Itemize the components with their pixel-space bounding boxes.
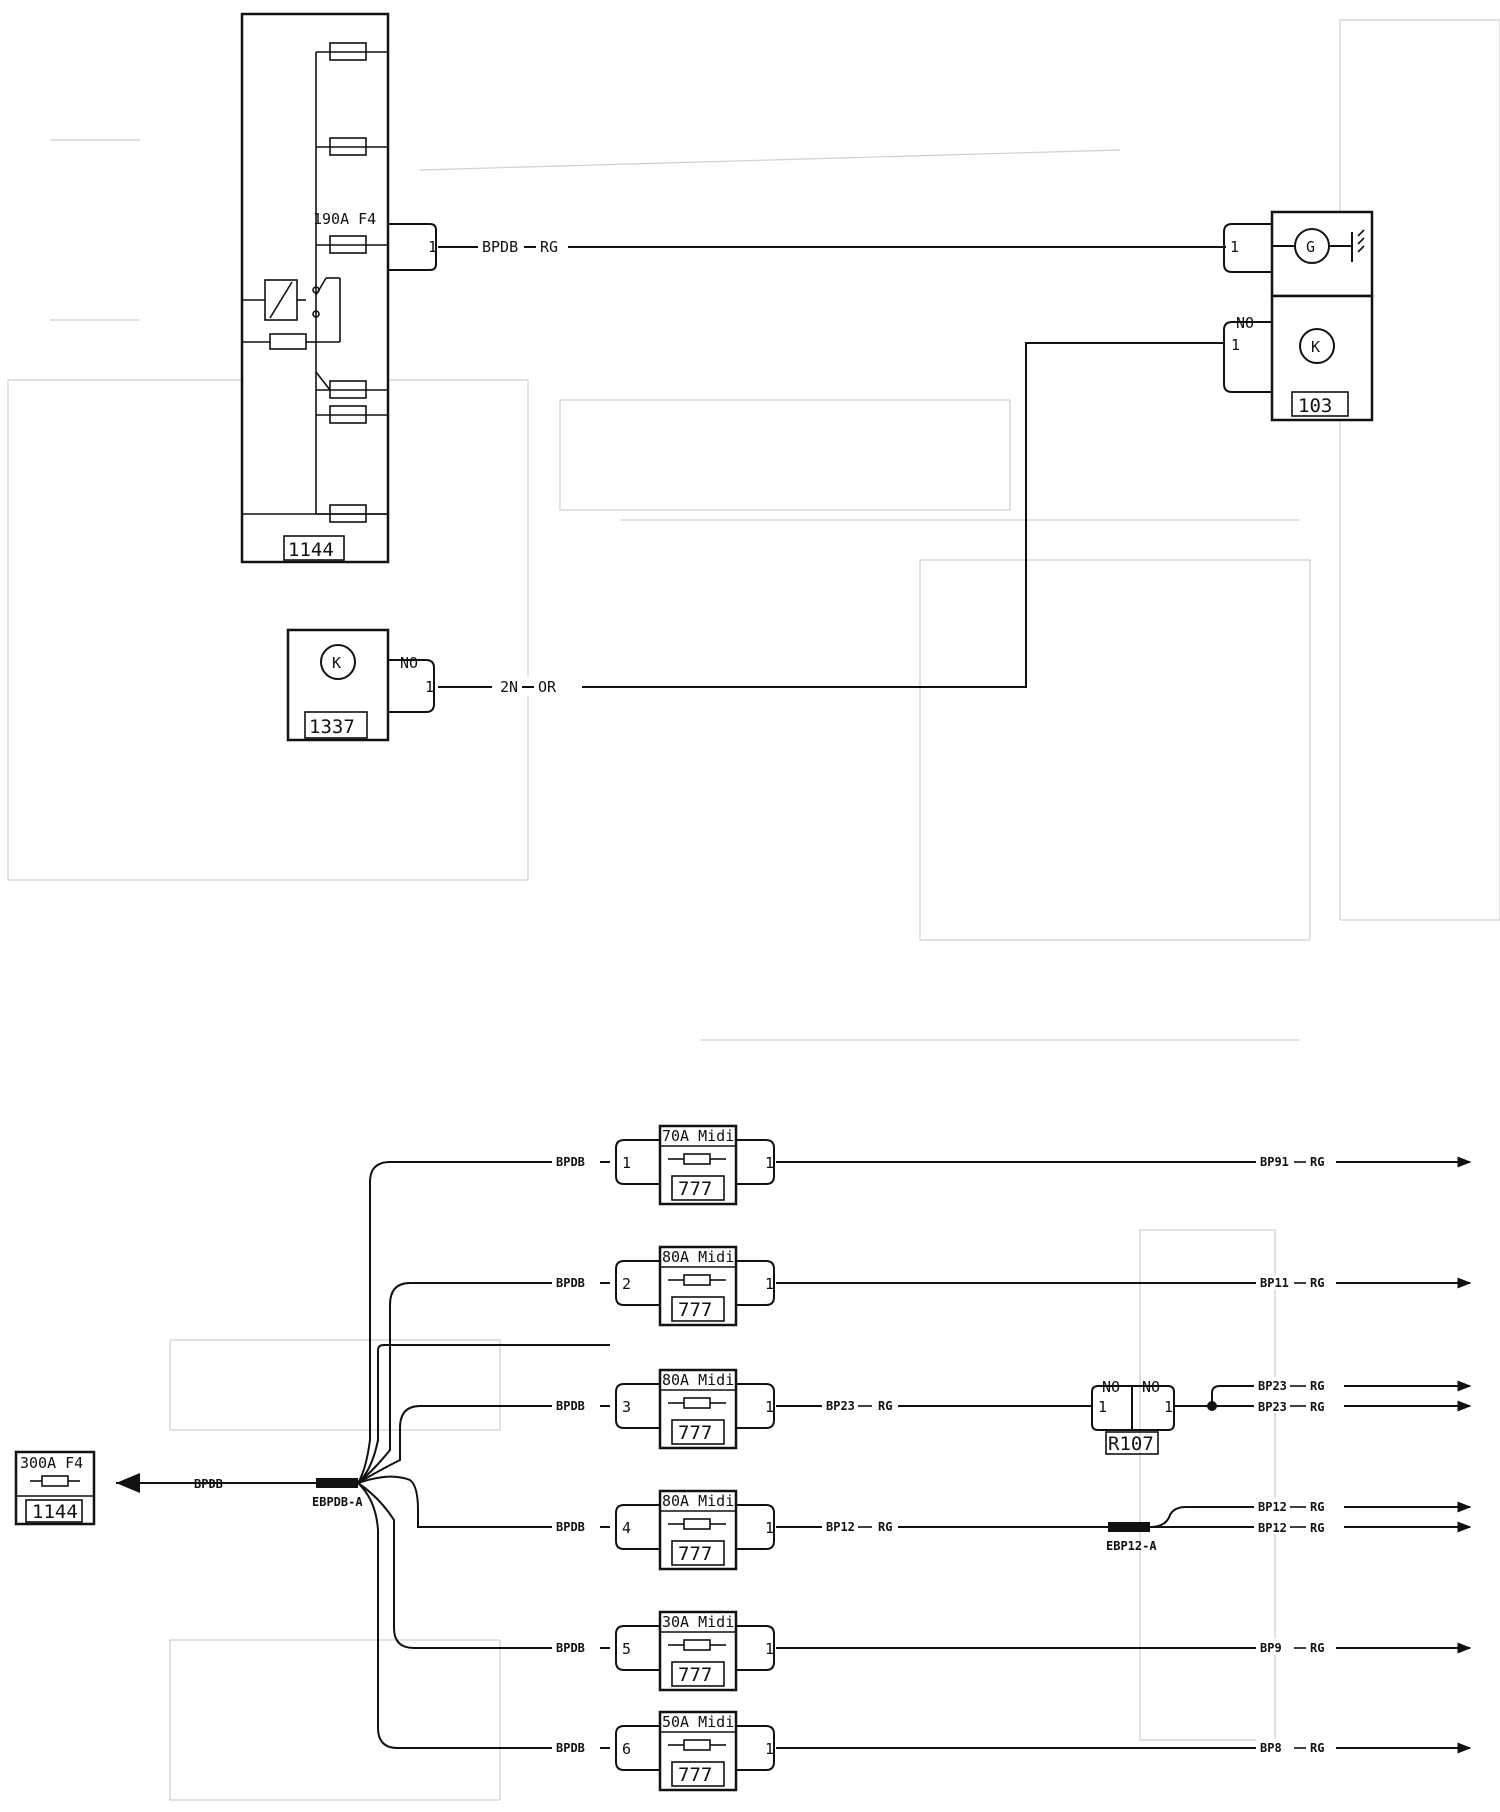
fuse-box-ref: 1144 <box>288 539 334 561</box>
output-color: RG <box>1310 1741 1324 1755</box>
fuse-rating: 80A Midi <box>662 1248 734 1266</box>
output-pin: 1 <box>765 1398 774 1416</box>
connector-r107: NO NO 1 1 R107 BP23 RG BP23 RG <box>1091 1377 1472 1455</box>
input-pin: 3 <box>622 1398 631 1416</box>
midi-fuse-row: BPDB 5 30A Midi 777 1 BP9 RG <box>552 1610 1472 1692</box>
wire-code: BPDB <box>556 1155 585 1169</box>
component-1337: NO 1 K 1337 <box>286 628 435 742</box>
input-pin: 5 <box>622 1640 631 1658</box>
component-103: NO 1 K 103 <box>1223 294 1374 422</box>
output-color: RG <box>1310 1641 1324 1655</box>
input-pin: 2 <box>622 1275 631 1293</box>
fuse-rating: 70A Midi <box>662 1127 734 1145</box>
output-pin: 1 <box>765 1640 774 1658</box>
fuse-box-pin: 1 <box>428 238 437 256</box>
splice-ebpdb-a: EBPDB-A <box>312 1282 610 1749</box>
input-pin: 4 <box>622 1519 631 1537</box>
fuse-ref: 777 <box>678 1764 712 1786</box>
pin-number: 1 <box>425 678 434 696</box>
fuse-f4-label: 190A F4 <box>313 210 376 228</box>
output-color: RG <box>1310 1379 1324 1393</box>
output-code: BP91 <box>1260 1155 1289 1169</box>
fuse-rating: 80A Midi <box>662 1492 734 1510</box>
source-fuse-1144: 300A F4 1144 <box>14 1450 96 1526</box>
fuse-rating: 50A Midi <box>662 1713 734 1731</box>
k-sensor-icon: K <box>332 654 341 672</box>
generator-icon: G <box>1306 238 1315 256</box>
output-code: BP23 <box>1258 1379 1287 1393</box>
output-color: RG <box>878 1520 892 1534</box>
relay-icon <box>242 277 341 391</box>
fuse-rating: 80A Midi <box>662 1371 734 1389</box>
left-pin: 1 <box>1098 1398 1107 1416</box>
component-ref: 103 <box>1298 395 1332 417</box>
output-pin: 1 <box>765 1275 774 1293</box>
wire-code: BPDB <box>556 1520 585 1534</box>
splice-ebp12-a: EBP12-A BP12 RG BP12 RG <box>1106 1498 1472 1553</box>
output-code: BP12 <box>826 1520 855 1534</box>
wire-2n-or: 2N OR <box>438 342 1224 696</box>
output-code: BP9 <box>1260 1641 1282 1655</box>
pin-state: NO <box>1236 314 1254 332</box>
output-color: RG <box>1310 1521 1324 1535</box>
output-code: BP8 <box>1260 1741 1282 1755</box>
pin-number: 1 <box>1231 336 1240 354</box>
output-code: BP23 <box>1258 1400 1287 1414</box>
splice-label: EBP12-A <box>1106 1539 1157 1553</box>
fuse-rating: 30A Midi <box>662 1613 734 1631</box>
wire-bpdb-main: BPDB <box>116 1473 318 1493</box>
alternator-component: 1 G <box>1223 210 1374 298</box>
fuse-ref: 777 <box>678 1422 712 1444</box>
background-ghost-lines <box>7 19 1500 1801</box>
fuse-ref: 777 <box>678 1664 712 1686</box>
left-state: NO <box>1102 1378 1120 1396</box>
midi-fuse-row: BPDB 2 80A Midi 777 1 BP11 RG <box>552 1245 1472 1327</box>
wire-color: RG <box>540 238 558 256</box>
fuse-ref: 777 <box>678 1299 712 1321</box>
output-pin: 1 <box>765 1519 774 1537</box>
midi-fuse-row: BPDB 4 80A Midi 777 1 BP12 RG <box>552 1489 1108 1571</box>
output-color: RG <box>1310 1400 1324 1414</box>
output-code: BP23 <box>826 1399 855 1413</box>
output-color: RG <box>1310 1276 1324 1290</box>
wire-code: BPDB <box>194 1477 223 1491</box>
output-color: RG <box>1310 1155 1324 1169</box>
midi-fuse-row: BPDB 6 50A Midi 777 1 BP8 RG <box>552 1710 1472 1792</box>
right-pin: 1 <box>1164 1398 1173 1416</box>
midi-fuse-row: BPDB 3 80A Midi 777 1 BP23 RG <box>552 1368 1092 1450</box>
fuse-ref: 777 <box>678 1543 712 1565</box>
pin-state: NO <box>400 654 418 672</box>
wire-code: BPDB <box>556 1399 585 1413</box>
right-state: NO <box>1142 1378 1160 1396</box>
splice-label: EBPDB-A <box>312 1495 363 1509</box>
wire-code: BPDB <box>556 1641 585 1655</box>
output-code: BP11 <box>1260 1276 1289 1290</box>
wire-code: BPDB <box>482 238 518 256</box>
k-sensor-icon: K <box>1311 338 1320 356</box>
input-pin: 1 <box>622 1154 631 1172</box>
wire-code: BPDB <box>556 1741 585 1755</box>
fuse-box-1144: 190A F4 1144 1 <box>240 12 437 564</box>
alternator-pin: 1 <box>1230 238 1239 256</box>
output-code: BP12 <box>1258 1521 1287 1535</box>
wire-code: 2N <box>500 678 518 696</box>
connector-ref: R107 <box>1108 1433 1154 1455</box>
component-ref: 1337 <box>309 716 355 738</box>
fuse-label: 300A F4 <box>20 1454 83 1472</box>
output-color: RG <box>1310 1500 1324 1514</box>
output-code: BP12 <box>1258 1500 1287 1514</box>
input-pin: 6 <box>622 1740 631 1758</box>
fuse-ref: 777 <box>678 1178 712 1200</box>
fuse-ref: 1144 <box>32 1501 78 1523</box>
output-pin: 1 <box>765 1740 774 1758</box>
output-color: RG <box>878 1399 892 1413</box>
wire-bpdb-rg-top: BPDB RG <box>438 236 1226 256</box>
wire-code: BPDB <box>556 1276 585 1290</box>
wire-color: OR <box>538 678 557 696</box>
output-pin: 1 <box>765 1154 774 1172</box>
